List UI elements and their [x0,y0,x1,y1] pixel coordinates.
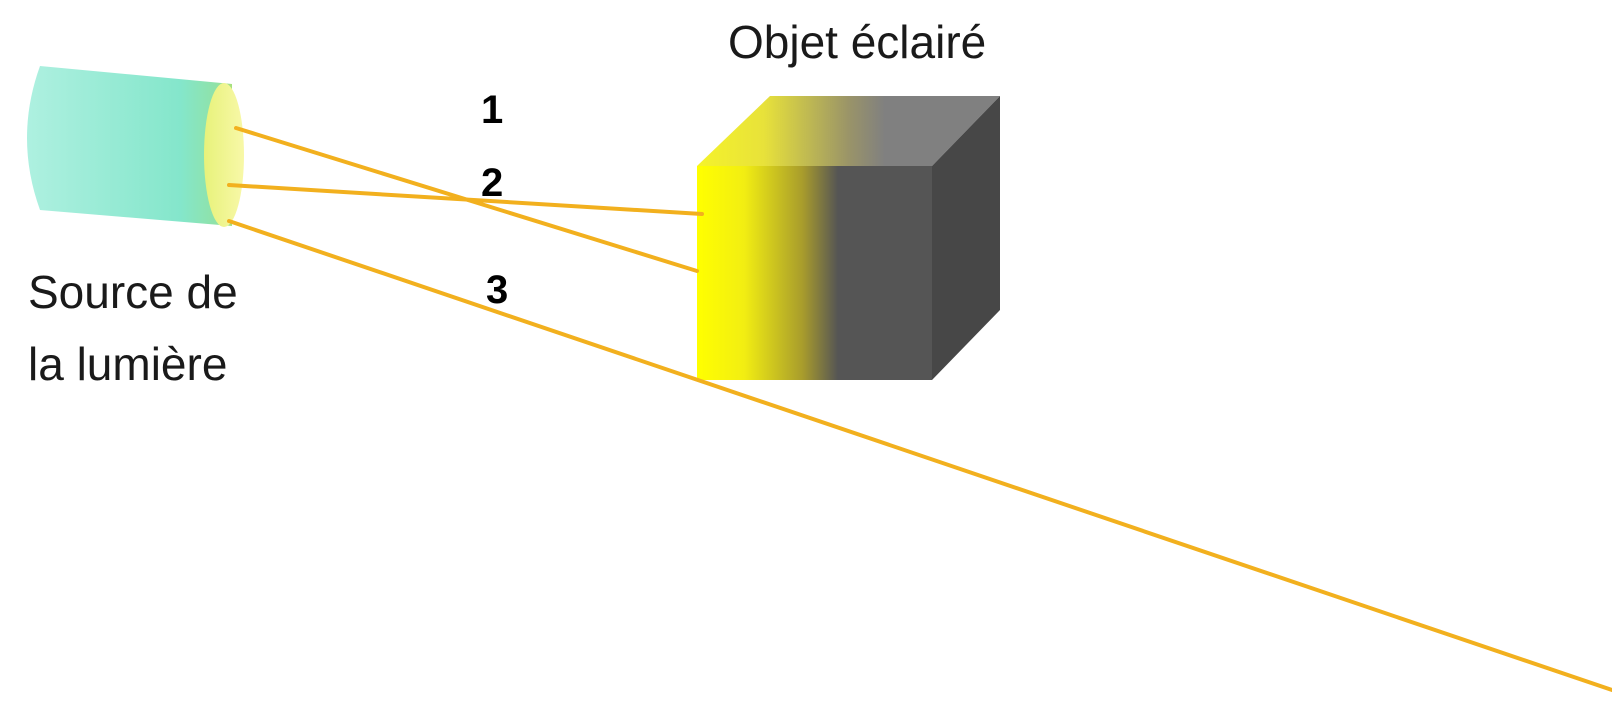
ray-1-number: 1 [481,88,503,132]
cube-top-face [697,96,1000,166]
source-label-line1: Source de [28,266,238,318]
ray-3 [227,219,1612,692]
illuminated-object [697,96,1000,380]
light-source-body [27,66,232,226]
cube-front-face [697,166,932,380]
light-rays [227,126,1612,692]
ray-2 [227,183,704,216]
ray-2-number: 2 [481,161,503,205]
light-source-face [204,83,244,227]
object-label: Objet éclairé [728,16,986,68]
light-source [27,66,244,227]
ray-3-number: 3 [486,268,508,312]
cube-side-face [932,96,1000,380]
source-label-line2: la lumière [28,338,227,390]
